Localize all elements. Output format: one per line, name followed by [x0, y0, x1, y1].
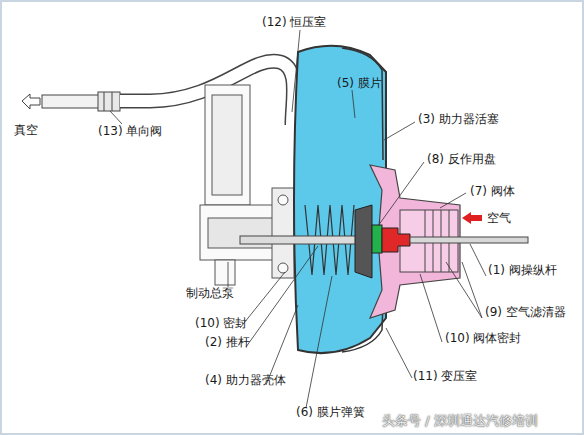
- diaphragm: [342, 48, 383, 160]
- leader-line: [110, 111, 122, 124]
- part-label: (11) 变压室: [413, 369, 477, 383]
- vacuum-tube: [42, 95, 100, 108]
- bolt: [278, 195, 288, 205]
- cylinder-port: [215, 260, 235, 285]
- part-label: (4) 助力器壳体: [205, 373, 286, 387]
- valve-plunger: [382, 228, 410, 252]
- leader-line: [420, 274, 442, 342]
- master-cylinder: [200, 85, 295, 285]
- part-label: (6) 膜片弹簧: [296, 405, 365, 419]
- leader-line: [292, 30, 300, 112]
- valve-detail: [104, 92, 105, 111]
- leader-line: [446, 262, 482, 318]
- leader-line: [386, 328, 412, 378]
- valve-operating-rod: [410, 237, 528, 243]
- part-label: (13) 单向阀: [98, 124, 162, 138]
- part-label: 空气: [487, 211, 511, 225]
- leader-line: [440, 193, 466, 208]
- part-label: (5) 膜片: [337, 76, 382, 90]
- booster-piston: [355, 205, 372, 278]
- leader-line: [306, 276, 332, 408]
- bolt: [278, 263, 288, 273]
- part-label: 制动总泵: [186, 286, 234, 300]
- leader-line: [462, 262, 482, 318]
- booster-chamber: [294, 46, 386, 353]
- part-label: (1) 阀操纵杆: [488, 263, 557, 277]
- check-valve: [98, 92, 120, 111]
- part-label: (3) 助力器活塞: [418, 112, 499, 126]
- leader-line: [228, 262, 229, 287]
- part-label: (2) 推杆: [205, 335, 250, 349]
- part-label: (10) 阀体密封: [445, 331, 521, 345]
- part-label: (9) 空气滤清器: [485, 305, 566, 319]
- part-label: (8) 反作用盘: [427, 152, 496, 166]
- reservoir-inner: [212, 95, 242, 195]
- mounting-flange: [272, 188, 294, 278]
- leader-line: [352, 90, 355, 118]
- air-arrow: [462, 212, 482, 224]
- part-label: (10) 密封: [195, 316, 247, 330]
- leader-lines: [110, 30, 486, 408]
- vacuum-arrow: [22, 94, 40, 109]
- part-label: (7) 阀体: [470, 184, 515, 198]
- watermark: 头条号 / 深圳通达汽修培训: [382, 414, 538, 428]
- leader-line: [470, 244, 486, 276]
- part-label: (12) 恒压室: [262, 15, 326, 29]
- reservoir: [205, 85, 250, 205]
- valve-detail: [112, 92, 113, 111]
- part-label: 真空: [14, 123, 38, 137]
- leader-line: [246, 246, 318, 347]
- reaction-disc: [372, 225, 382, 253]
- leader-line: [384, 122, 415, 140]
- leader-line: [378, 162, 424, 226]
